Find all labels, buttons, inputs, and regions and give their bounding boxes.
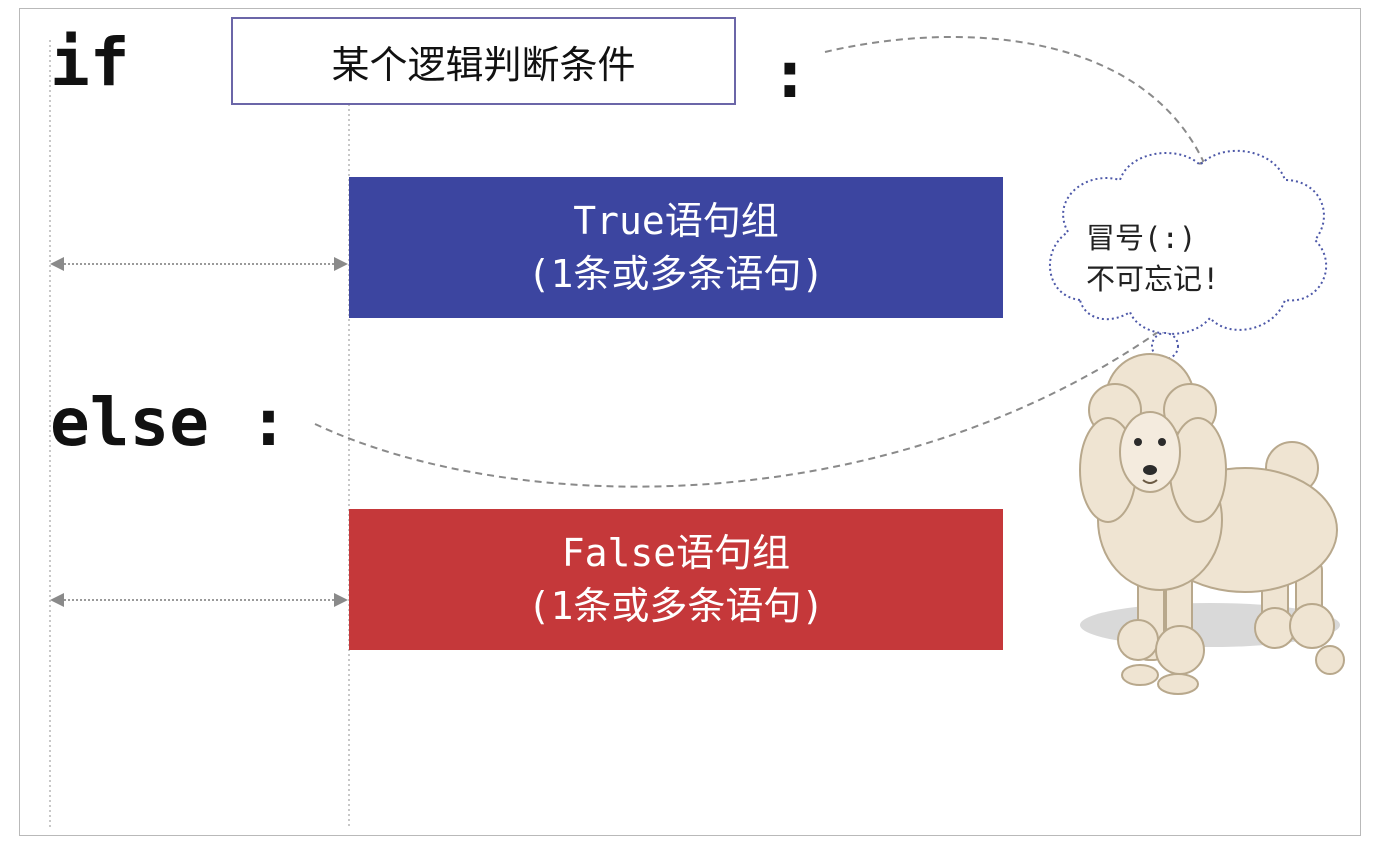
else-keyword: else :: [50, 384, 289, 461]
true-block-subtitle: (1条或多条语句): [527, 251, 825, 296]
false-block: False语句组 (1条或多条语句): [349, 509, 1003, 650]
true-block-title: True语句组: [573, 199, 779, 244]
thought-line-2: 不可忘记!: [1086, 262, 1220, 297]
false-block-title: False语句组: [561, 531, 791, 576]
if-colon: :: [770, 36, 810, 113]
false-block-subtitle: (1条或多条语句): [527, 583, 825, 628]
true-block: True语句组 (1条或多条语句): [349, 177, 1003, 318]
thought-bubble-text: 冒号(:) 不可忘记!: [1086, 218, 1266, 300]
colon-arrow-else: [314, 320, 1174, 488]
colon-arrow-if: [824, 36, 1210, 174]
if-keyword: if: [50, 24, 130, 101]
diagram-frame: [19, 8, 1361, 836]
condition-label: 某个逻辑判断条件: [331, 42, 636, 87]
poodle-illustration: [1079, 353, 1345, 695]
condition-box: 某个逻辑判断条件: [231, 17, 736, 105]
thought-line-1: 冒号(:): [1086, 221, 1197, 255]
